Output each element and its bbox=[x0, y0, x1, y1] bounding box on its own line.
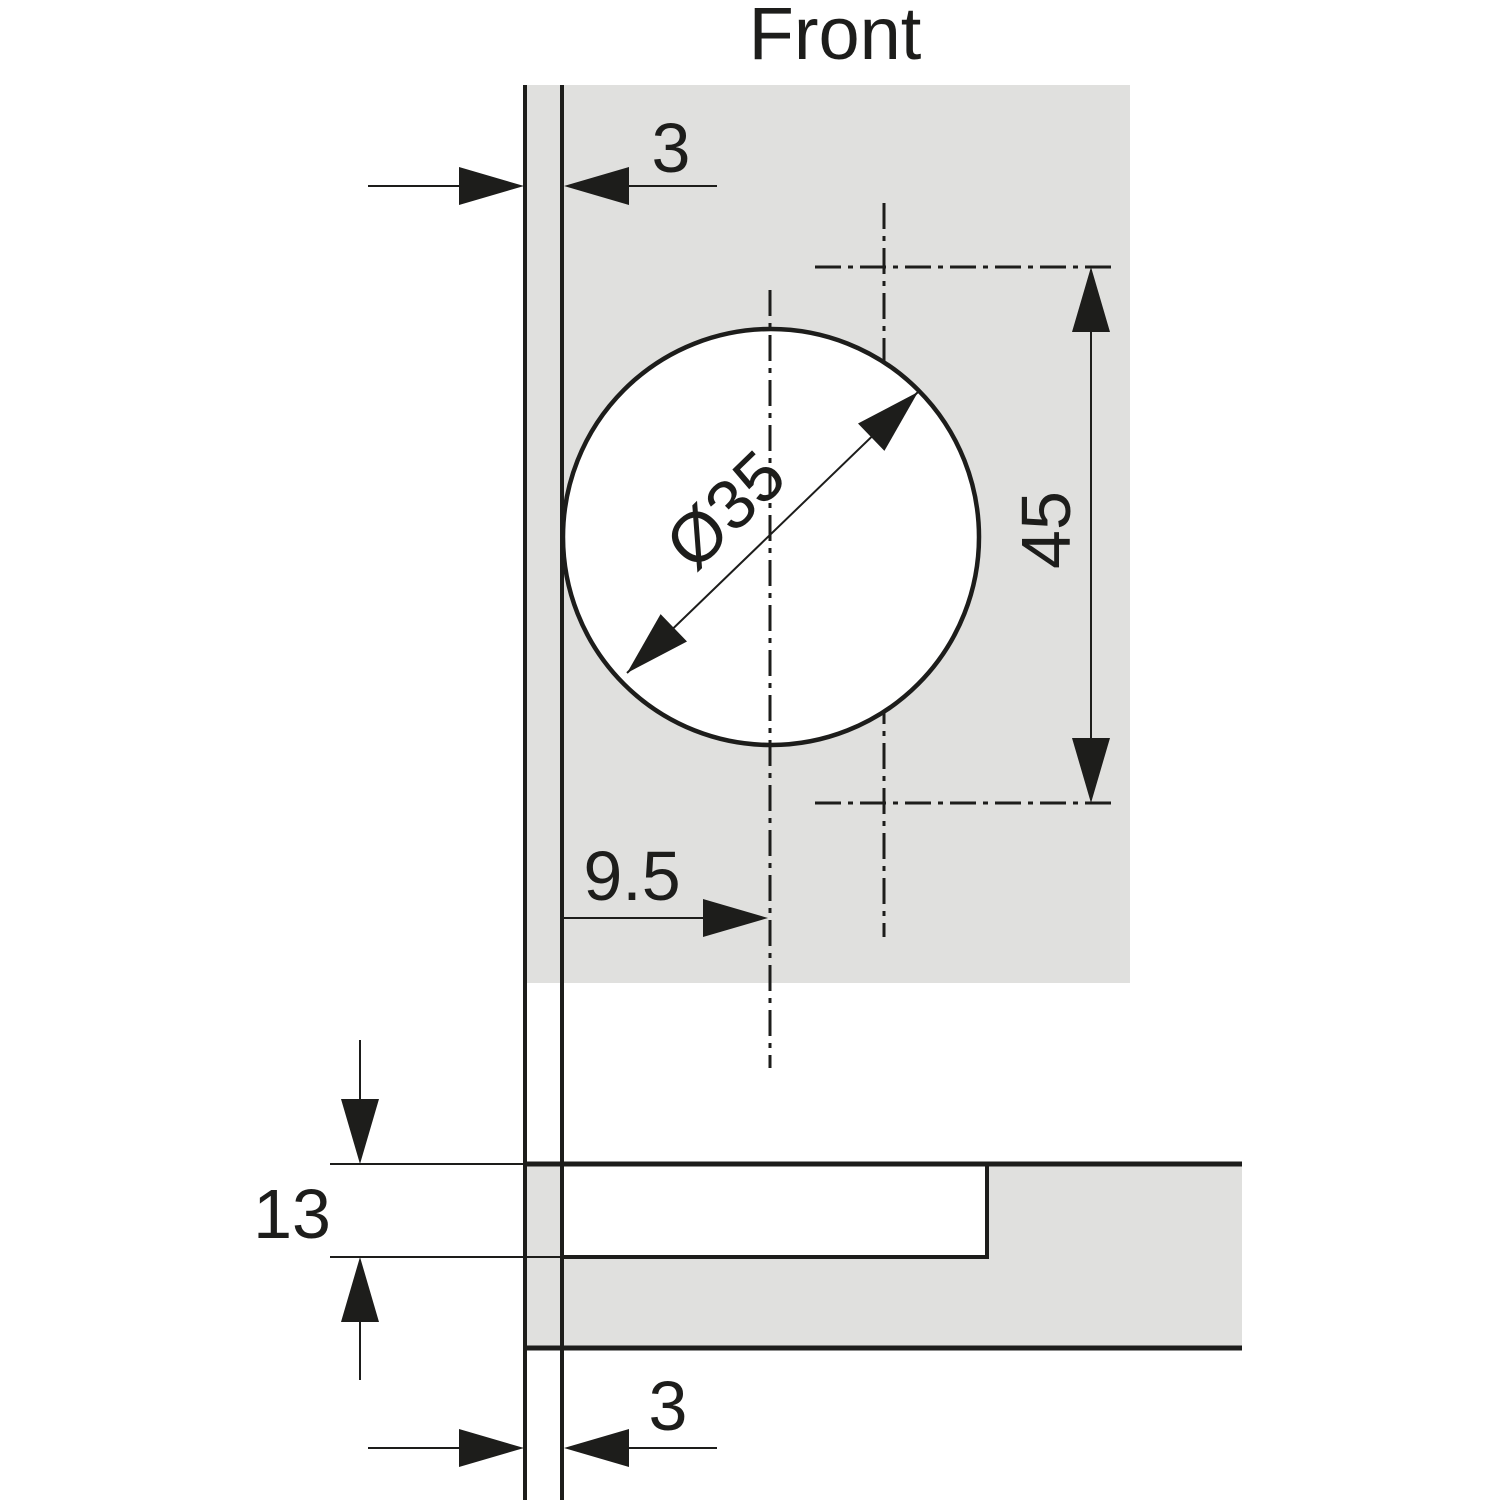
arrowhead-lower-left-icon bbox=[627, 614, 687, 673]
dim-plate-height-label: 13 bbox=[253, 1175, 331, 1253]
dim-screw-spacing: 45 bbox=[1007, 267, 1110, 803]
arrowhead-up-icon bbox=[341, 1257, 379, 1322]
arrowhead-left-icon bbox=[564, 1429, 629, 1467]
dim-plate-height: 13 bbox=[253, 1040, 562, 1380]
arrowhead-right-icon bbox=[459, 167, 524, 205]
hinge-cup-notch bbox=[564, 1164, 987, 1257]
dim-cup-distance-label: 9.5 bbox=[583, 837, 680, 915]
view-title: Front bbox=[749, 0, 922, 75]
arrowhead-left-icon bbox=[564, 167, 629, 205]
arrowhead-down-icon bbox=[341, 1099, 379, 1164]
dim-top-door-gap: 3 bbox=[368, 109, 717, 205]
dim-screw-spacing-label: 45 bbox=[1007, 491, 1085, 569]
dim-diagonal-line bbox=[626, 391, 919, 674]
dim-cup-distance: 9.5 bbox=[563, 837, 768, 937]
dim-bottom-door-gap: 3 bbox=[368, 1367, 717, 1467]
dim-top-door-gap-label: 3 bbox=[652, 109, 691, 187]
dim-bottom-door-gap-label: 3 bbox=[649, 1367, 688, 1445]
arrowhead-right-icon bbox=[703, 899, 768, 937]
arrowhead-up-icon bbox=[1072, 267, 1110, 332]
arrowhead-upper-right-icon bbox=[858, 392, 918, 451]
arrowhead-right-icon bbox=[459, 1429, 524, 1467]
arrowhead-down-icon bbox=[1072, 738, 1110, 803]
